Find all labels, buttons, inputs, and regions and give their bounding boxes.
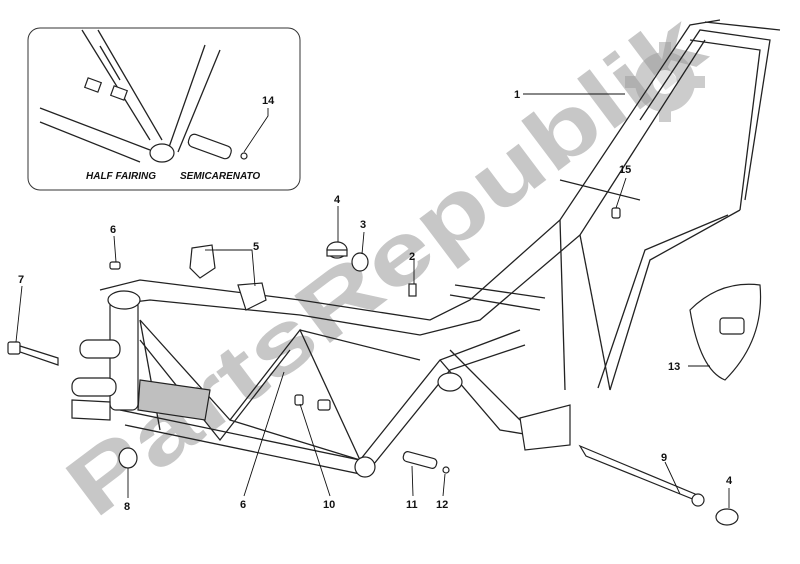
part-15-screw — [611, 207, 621, 219]
part-7-bolt — [7, 341, 59, 366]
callouts: 1 2 3 4 5 6 7 8 9 4 6 10 11 12 13 14 15 — [18, 89, 733, 513]
inset-spacer-14 — [187, 133, 248, 160]
leader-lines — [15, 93, 730, 508]
callout-4-upper: 4 — [334, 194, 341, 206]
callout-15: 15 — [619, 164, 631, 176]
callout-7: 7 — [18, 274, 24, 286]
main-frame — [71, 19, 781, 478]
part-4-lower-cap — [715, 508, 739, 526]
callout-14: 14 — [262, 95, 275, 107]
callout-5: 5 — [253, 241, 259, 253]
inset-caption-semicarenato: SEMICARENATO — [180, 171, 260, 182]
callout-10: 10 — [323, 499, 335, 511]
part-2-bolt — [408, 283, 417, 297]
inset-frame-tubes — [39, 29, 221, 163]
callout-6-upper: 6 — [110, 224, 116, 236]
callout-4-lower: 4 — [726, 475, 733, 487]
callout-8: 8 — [124, 501, 130, 513]
callout-12: 12 — [436, 499, 448, 511]
part-5-covers — [189, 244, 267, 311]
part-11-spacer — [402, 451, 438, 469]
inset-caption-half-fairing: HALF FAIRING — [86, 171, 156, 182]
part-13-fairing-bracket — [689, 283, 762, 381]
part-6-upper-bolt — [109, 261, 121, 270]
part-12-screw — [442, 466, 450, 474]
callout-1: 1 — [514, 89, 520, 101]
part-4-upper — [326, 241, 348, 259]
callout-2: 2 — [409, 251, 415, 263]
callout-3: 3 — [360, 219, 366, 231]
part-3 — [351, 252, 369, 272]
callout-11: 11 — [406, 499, 418, 511]
callout-9: 9 — [661, 452, 667, 464]
callout-6-lower: 6 — [240, 499, 246, 511]
half-fairing-inset: HALF FAIRING SEMICARENATO — [27, 27, 301, 191]
part-8-nut — [118, 447, 138, 469]
part-9-axle — [578, 444, 705, 507]
part-10 — [294, 394, 331, 411]
callout-13: 13 — [668, 361, 680, 373]
